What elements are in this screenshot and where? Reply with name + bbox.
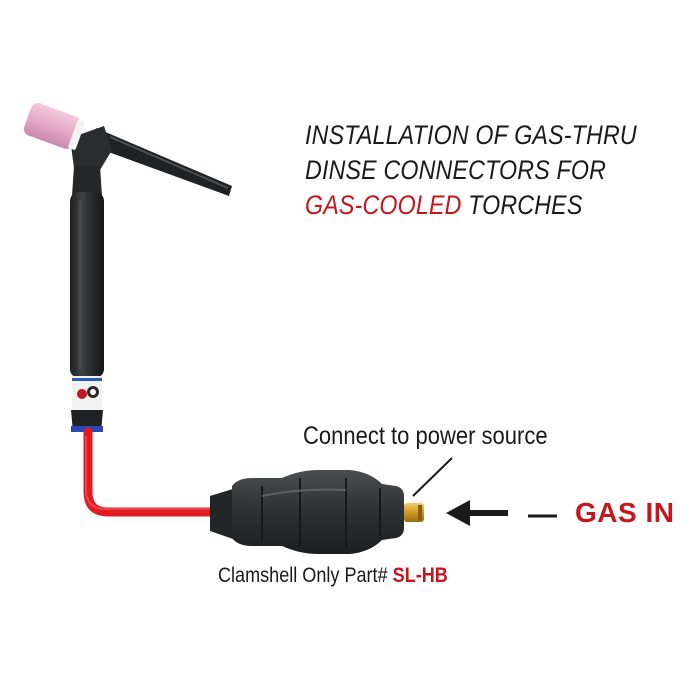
dinse-connector bbox=[210, 470, 424, 554]
title-line-3-rest: TORCHES bbox=[461, 190, 583, 220]
ceramic-cup bbox=[23, 103, 85, 150]
part-number: SL-HB bbox=[392, 564, 448, 587]
pointer-line bbox=[412, 457, 453, 497]
diagram-title: INSTALLATION OF GAS-THRU DINSE CONNECTOR… bbox=[305, 118, 637, 223]
part-caption: Clamshell Only Part# SL-HB bbox=[218, 564, 448, 588]
tig-torch-icon bbox=[23, 103, 232, 432]
arrow-left-icon bbox=[446, 500, 508, 526]
red-cable bbox=[83, 427, 219, 517]
torch-head bbox=[70, 126, 112, 170]
title-line-3: GAS-COOLED TORCHES bbox=[305, 188, 632, 223]
torch-neck bbox=[72, 166, 102, 196]
title-line-2: DINSE CONNECTORS FOR bbox=[305, 155, 607, 185]
torch-handle bbox=[70, 192, 104, 378]
connect-callout: Connect to power source bbox=[303, 422, 548, 450]
connector-boot bbox=[210, 488, 236, 540]
title-line-1: INSTALLATION OF GAS-THRU bbox=[305, 120, 637, 150]
gas-in-label: GAS IN bbox=[575, 497, 675, 528]
caption-text: Clamshell Only Part# bbox=[218, 564, 393, 587]
title-highlight: GAS-COOLED bbox=[305, 190, 462, 220]
connector-body bbox=[232, 470, 404, 554]
